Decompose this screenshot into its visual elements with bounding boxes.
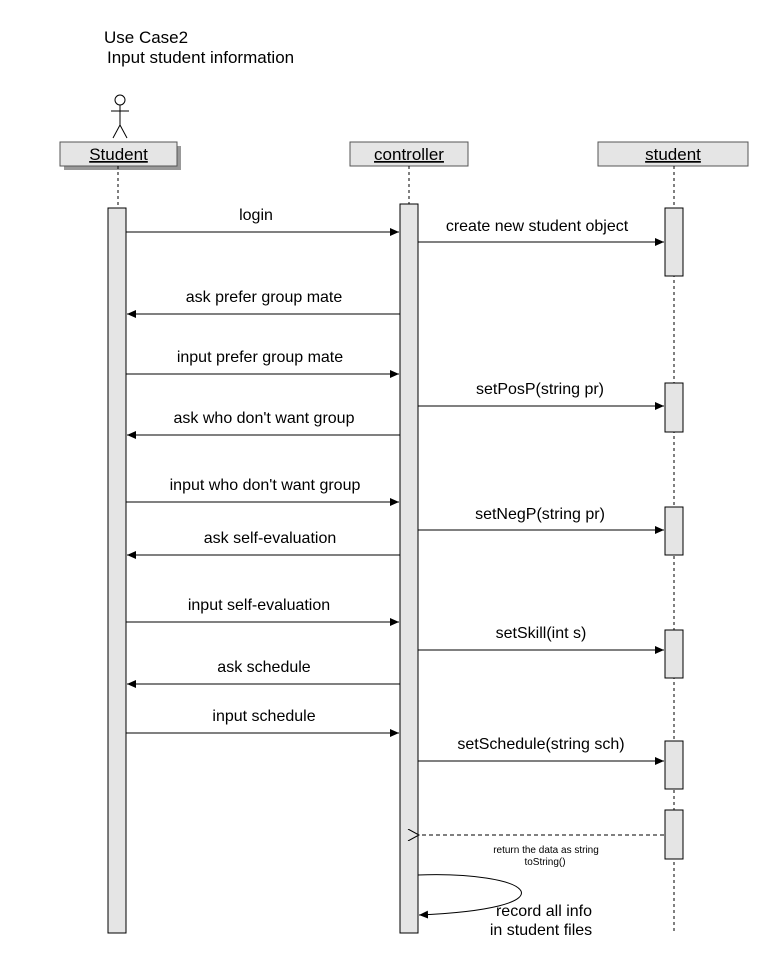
- diagram-title-line1: Use Case2: [104, 28, 188, 47]
- participant-student-object: student: [597, 141, 749, 167]
- msg-input-dont-want-label: input who don't want group: [170, 477, 361, 494]
- activation-object-1: [664, 207, 684, 277]
- msg-login-label: login: [239, 207, 273, 224]
- msg-input-prefer-label: input prefer group mate: [177, 349, 343, 366]
- msg-ask-schedule-label: ask schedule: [217, 659, 310, 676]
- participant-controller-label: controller: [374, 145, 444, 164]
- participant-student-actor: Student: [59, 141, 181, 170]
- msg-record-label-line2: in student files: [490, 922, 592, 939]
- msg-setschedule-label: setSchedule(string sch): [457, 736, 624, 753]
- msg-record-label-line1: record all info: [496, 903, 592, 920]
- msg-setnegp-label: setNegP(string pr): [475, 506, 605, 523]
- activation-object-5: [664, 740, 684, 790]
- actor-icon: [111, 94, 129, 139]
- msg-return-label-line1: return the data as string: [493, 845, 599, 856]
- participant-controller: controller: [349, 141, 469, 167]
- msg-return-label-line2: toString(): [524, 857, 565, 868]
- msg-input-schedule-label: input schedule: [212, 708, 315, 725]
- participant-student-actor-label: Student: [89, 145, 148, 164]
- activation-object-6: [664, 809, 684, 860]
- msg-input-self-eval-label: input self-evaluation: [188, 597, 330, 614]
- msg-ask-self-eval-label: ask self-evaluation: [204, 530, 337, 547]
- activation-object-3: [664, 506, 684, 556]
- msg-setskill-label: setSkill(int s): [496, 625, 587, 642]
- msg-ask-prefer-label: ask prefer group mate: [186, 289, 343, 306]
- diagram-title-line2: Input student information: [107, 48, 294, 67]
- activation-controller: [399, 203, 419, 934]
- activation-object-4: [664, 629, 684, 679]
- activation-student-actor: [107, 207, 127, 934]
- msg-record-self-arrow: [417, 874, 522, 919]
- msg-setposp-label: setPosP(string pr): [476, 381, 604, 398]
- participant-student-object-label: student: [645, 145, 701, 164]
- msg-ask-dont-want-label: ask who don't want group: [174, 410, 355, 427]
- lifelines: [117, 166, 675, 933]
- msg-create-label: create new student object: [446, 218, 629, 235]
- activation-object-2: [664, 382, 684, 433]
